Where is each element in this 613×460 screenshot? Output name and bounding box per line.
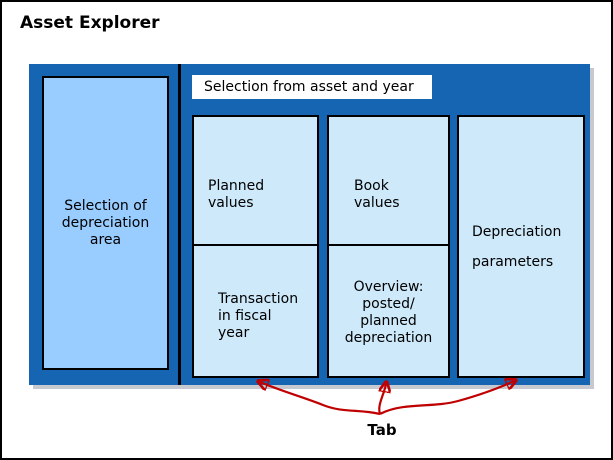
asset-explorer-window: Selection of depreciation area Selection… xyxy=(29,64,590,385)
tab-transaction-fiscal-year: Transaction in fiscal year xyxy=(192,244,319,378)
arrow-to-overview-tab-icon xyxy=(378,384,386,415)
vertical-divider xyxy=(178,64,181,385)
figure-title: Asset Explorer xyxy=(20,13,160,33)
depreciation-area-panel: Selection of depreciation area xyxy=(42,76,169,370)
arrow-to-depreciation-tab-icon xyxy=(379,381,514,415)
tab-depreciation-parameters: Depreciation parameters xyxy=(457,115,585,378)
tab-overview-posted-planned-depreciation: Overview: posted/ planned depreciation xyxy=(327,244,450,378)
tab-annotation-label: Tab xyxy=(367,421,397,439)
selection-header: Selection from asset and year xyxy=(192,75,432,99)
arrow-to-transaction-tab-icon xyxy=(260,382,381,416)
tab-planned-values: Planned values xyxy=(192,115,319,246)
tab-book-values: Book values xyxy=(327,115,450,246)
tab-annotation-arrows xyxy=(247,374,537,416)
